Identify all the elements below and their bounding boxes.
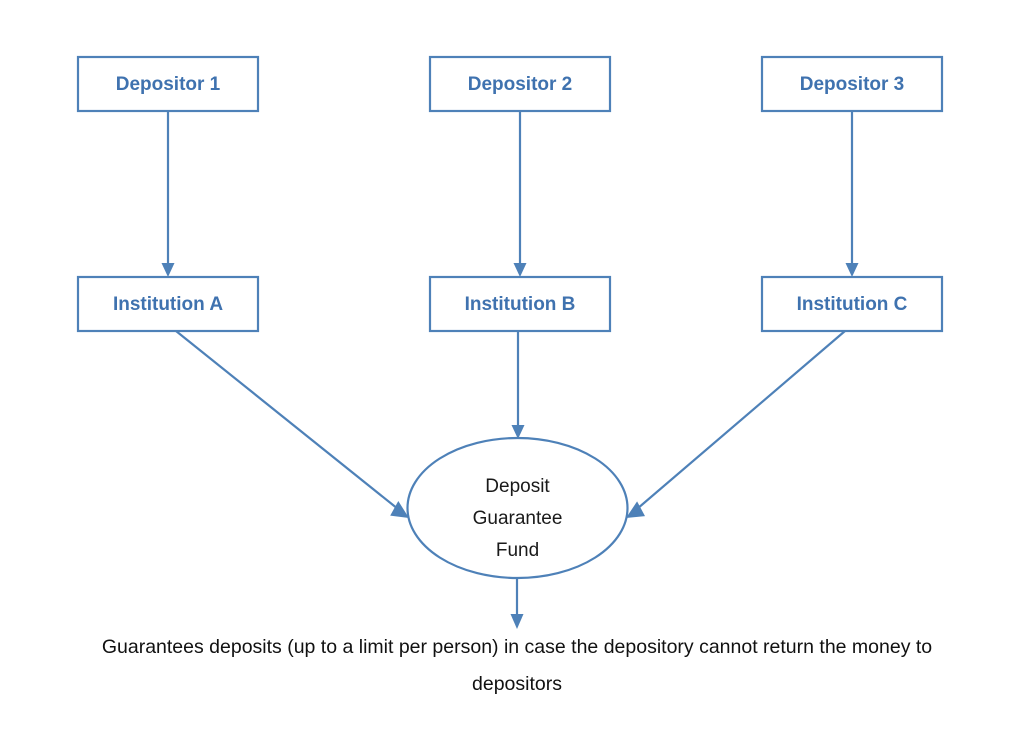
arrow-head-icon xyxy=(511,425,525,439)
node-box-shape xyxy=(760,55,944,113)
arrow-head-icon xyxy=(510,614,524,629)
node-box-shape xyxy=(760,275,944,333)
node-depositor-1[interactable]: Depositor 1 xyxy=(76,55,260,113)
node-label: Institution A xyxy=(113,294,223,315)
node-box-shape xyxy=(76,55,260,113)
node-label: Depositor 1 xyxy=(116,74,221,95)
connector-depositor-1-to-institution-a xyxy=(161,111,175,277)
node-box-shape xyxy=(428,55,612,113)
connector-line xyxy=(636,330,846,510)
arrow-head-icon xyxy=(513,263,527,277)
connector-depositor-2-to-institution-b xyxy=(513,111,527,277)
caption-line-2: depositors xyxy=(472,673,562,695)
node-box-shape xyxy=(76,275,260,333)
node-label: Institution C xyxy=(797,294,908,315)
node-institution-c[interactable]: Institution C xyxy=(760,275,944,333)
fund-label-line-3: Fund xyxy=(496,540,539,561)
fund-label-line-1: Deposit xyxy=(485,476,550,497)
node-box-shape xyxy=(428,275,612,333)
node-label: Depositor 2 xyxy=(468,74,573,95)
fund-label-line-2: Guarantee xyxy=(473,508,563,529)
node-institution-a[interactable]: Institution A xyxy=(76,275,260,333)
node-label: Institution B xyxy=(465,294,576,315)
caption-line-1: Guarantees deposits (up to a limit per p… xyxy=(102,636,932,658)
node-depositor-3[interactable]: Depositor 3 xyxy=(760,55,944,113)
node-institution-b[interactable]: Institution B xyxy=(428,275,612,333)
arrow-head-icon xyxy=(626,501,645,518)
node-label: Depositor 3 xyxy=(800,74,905,95)
connector-depositor-3-to-institution-c xyxy=(845,111,859,277)
connector-institution-a-to-fund xyxy=(175,330,409,518)
connector-institution-c-to-fund xyxy=(626,330,846,518)
node-depositor-2[interactable]: Depositor 2 xyxy=(428,55,612,113)
connector-fund-to-caption xyxy=(510,574,524,629)
arrow-head-icon xyxy=(845,263,859,277)
connector-institution-b-to-fund xyxy=(511,331,525,439)
arrow-head-icon xyxy=(390,501,409,518)
connector-line xyxy=(175,330,399,510)
node-ellipse-shape xyxy=(406,436,629,580)
arrow-head-icon xyxy=(161,263,175,277)
caption-text-block: Guarantees deposits (up to a limit per p… xyxy=(102,636,932,695)
node-deposit-guarantee-fund[interactable]: Deposit Guarantee Fund xyxy=(406,436,629,580)
